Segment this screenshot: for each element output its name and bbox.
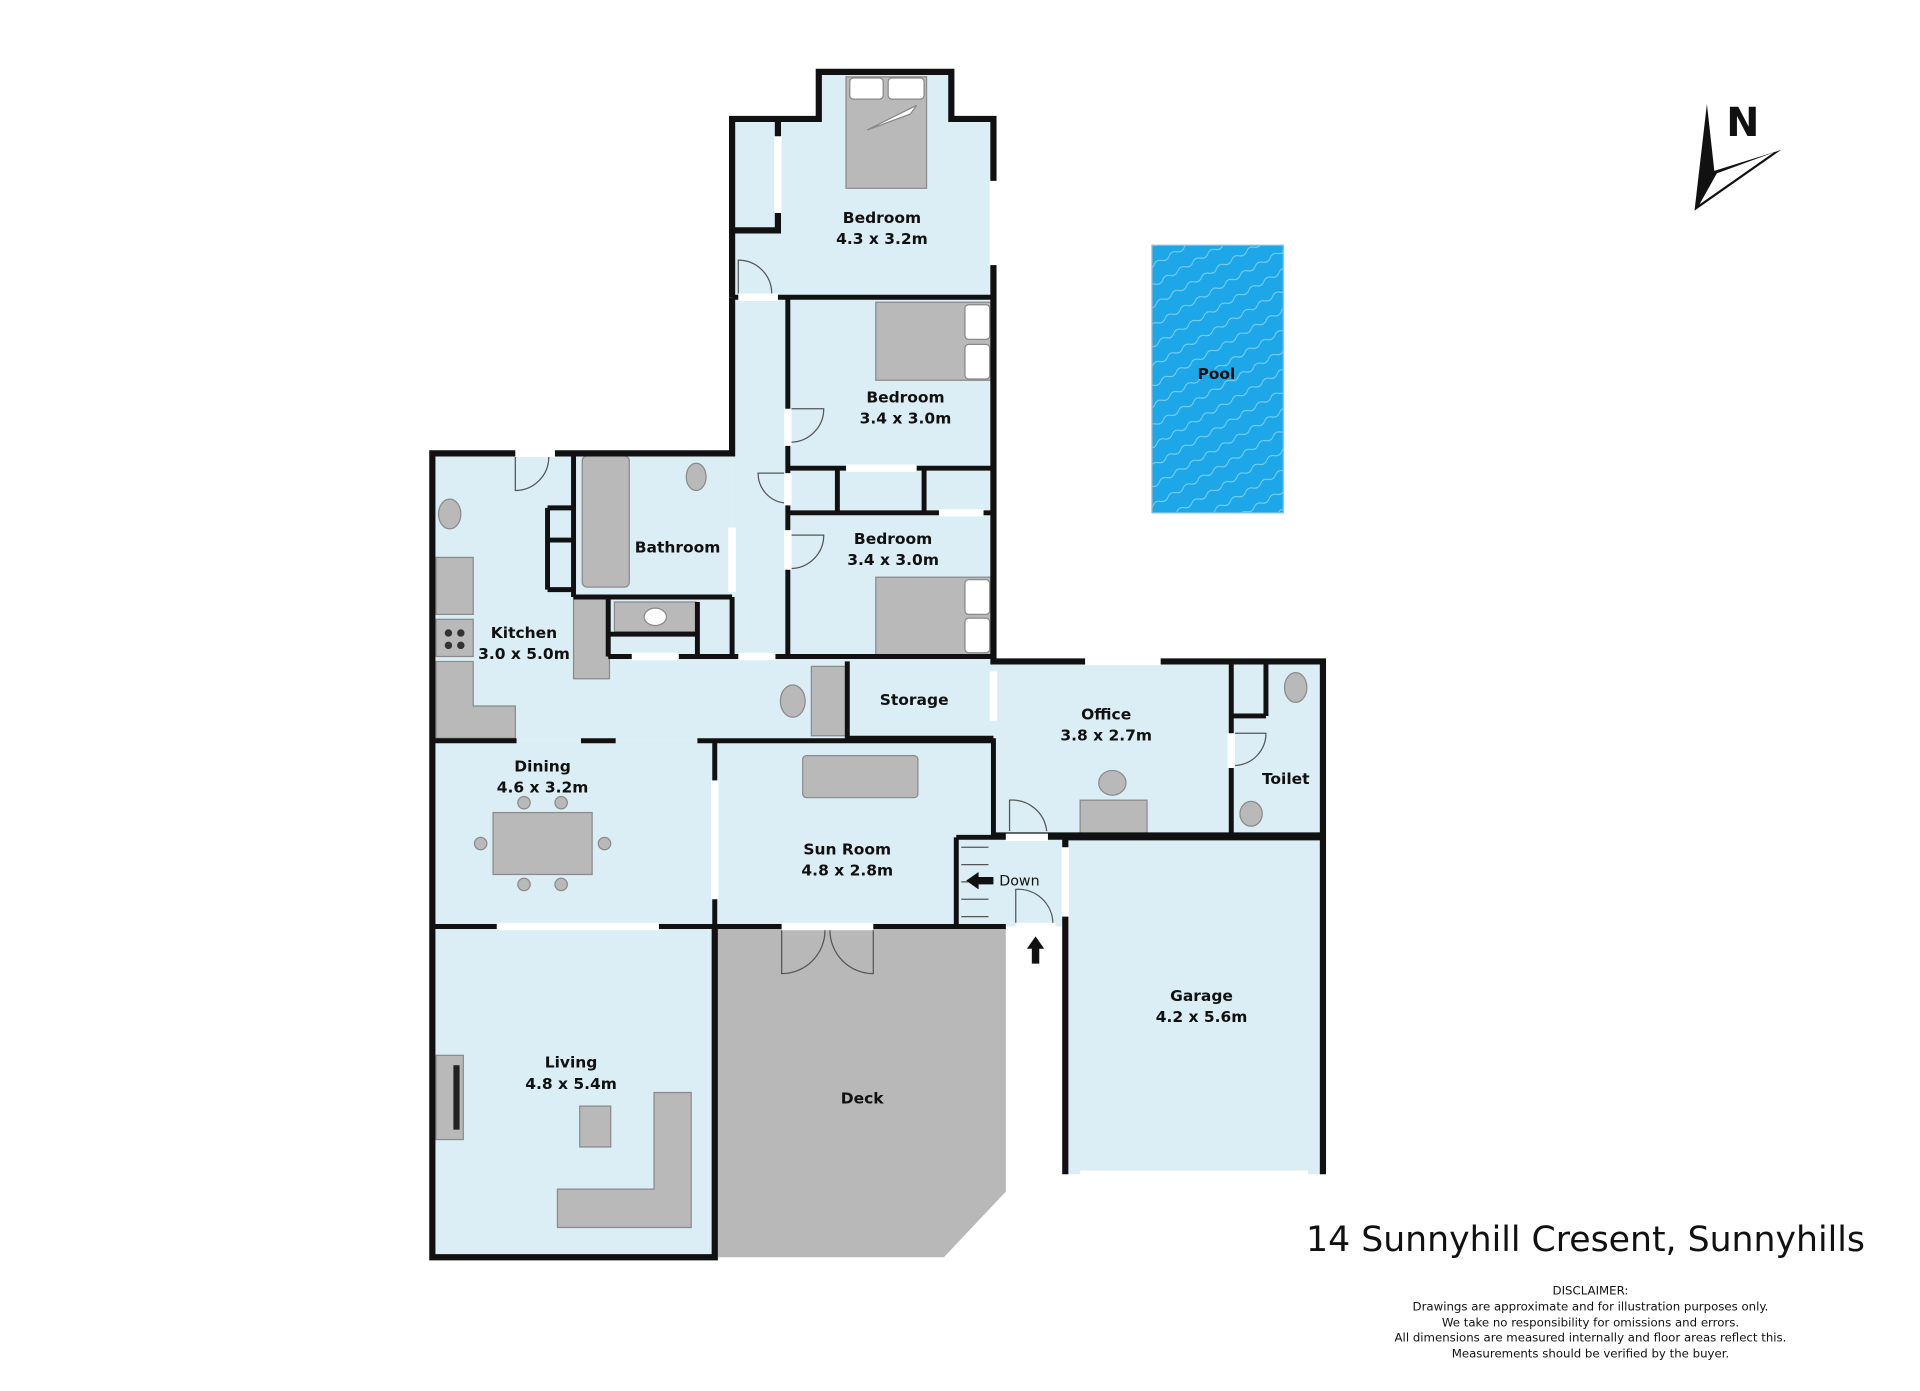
deck-name: Deck — [841, 1090, 885, 1108]
deck-area — [714, 926, 1006, 1258]
pool-name: Pool — [1197, 365, 1235, 383]
sunroom-size: 4.8 x 2.8m — [801, 862, 893, 880]
sunroom-name: Sun Room — [803, 841, 891, 859]
svg-text:Drawings are approximate and f: Drawings are approximate and for illustr… — [1413, 1299, 1769, 1313]
svg-text:N: N — [1726, 100, 1759, 146]
stairs — [961, 846, 1045, 964]
dining-name: Dining — [514, 758, 571, 776]
disclaimer: DISCLAIMER: Drawings are approximate and… — [1395, 1283, 1787, 1360]
office-size: 3.8 x 2.7m — [1060, 727, 1152, 745]
furniture — [435, 76, 1308, 1229]
svg-text:We take no responsibility for: We take no responsibility for omissions … — [1442, 1316, 1739, 1330]
garage-size: 4.2 x 5.6m — [1156, 1008, 1248, 1026]
entry-arrow-icon — [1026, 936, 1045, 964]
room-labels: Bedroom 4.3 x 3.2m Bedroom 3.4 x 3.0m Be… — [478, 209, 1310, 1108]
down-arrow-icon — [966, 872, 994, 890]
dining-size: 4.6 x 3.2m — [497, 779, 589, 797]
bedroom1-size: 4.3 x 3.2m — [836, 230, 928, 248]
svg-text:Measurements should be verifie: Measurements should be verified by the b… — [1452, 1347, 1729, 1361]
north-arrow-icon: N — [1694, 100, 1782, 211]
pool — [1151, 244, 1284, 514]
living-name: Living — [545, 1054, 598, 1072]
garage-name: Garage — [1170, 987, 1233, 1005]
storage-name: Storage — [880, 691, 949, 709]
kitchen-size: 3.0 x 5.0m — [478, 645, 570, 663]
property-address: 14 Sunnyhill Cresent, Sunnyhills — [1306, 1220, 1865, 1260]
toilet-name: Toilet — [1262, 770, 1310, 788]
bedroom3-name: Bedroom — [854, 530, 932, 548]
bedroom2-size: 3.4 x 3.0m — [860, 410, 952, 428]
svg-text:DISCLAIMER:: DISCLAIMER: — [1553, 1283, 1629, 1297]
bedroom1-name: Bedroom — [843, 209, 921, 227]
living-size: 4.8 x 5.4m — [525, 1075, 617, 1093]
stairs-label: Down — [999, 874, 1039, 890]
office-name: Office — [1081, 706, 1131, 724]
openings — [496, 136, 1309, 1178]
bathroom-name: Bathroom — [635, 538, 721, 556]
kitchen-name: Kitchen — [491, 624, 557, 642]
bedroom2-name: Bedroom — [866, 389, 944, 407]
svg-text:All dimensions are measured in: All dimensions are measured internally a… — [1395, 1330, 1787, 1344]
bedroom3-size: 3.4 x 3.0m — [847, 551, 939, 569]
